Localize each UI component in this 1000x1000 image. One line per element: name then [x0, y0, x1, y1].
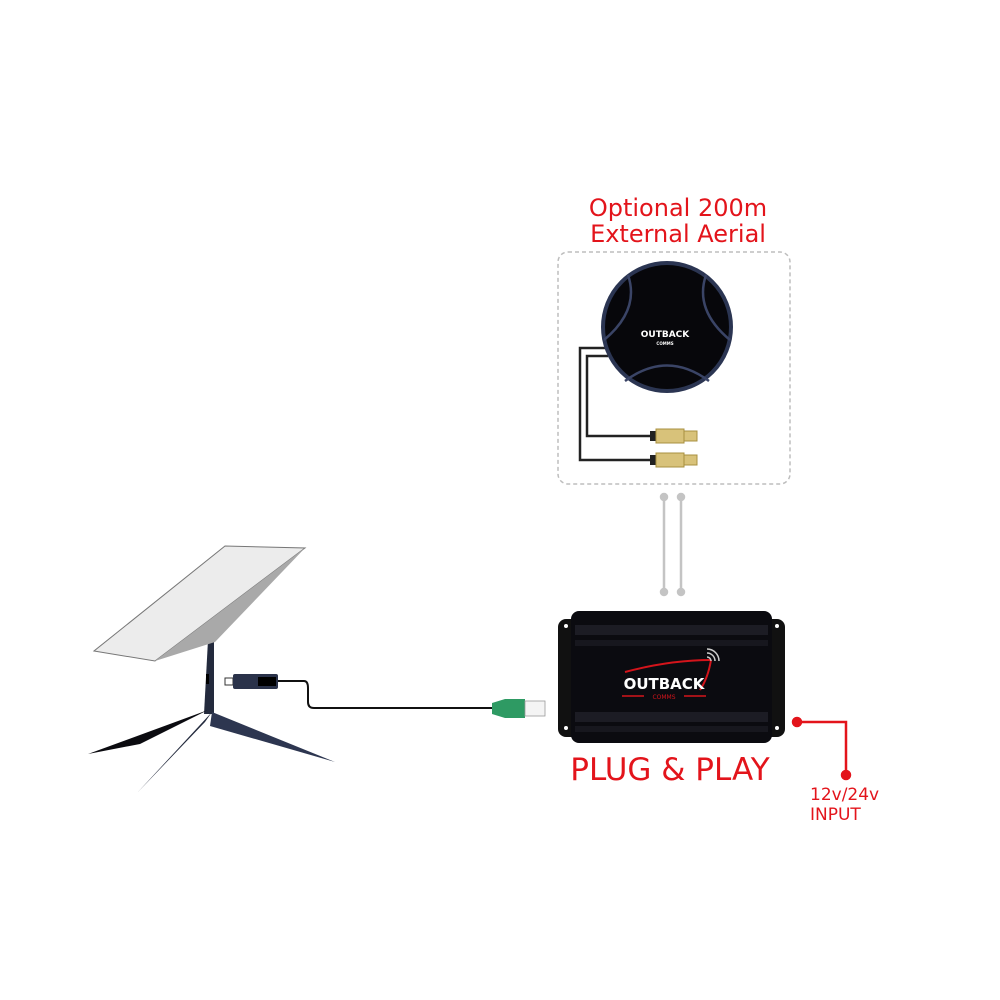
power-input-voltage: 12v/24v — [810, 785, 879, 805]
wifi-icon — [706, 648, 720, 662]
plug-and-play-caption: PLUG & PLAY — [570, 752, 769, 788]
satellite-dish-icon — [88, 545, 335, 793]
aerial-link-lines — [659, 492, 686, 597]
power-input-label: INPUT — [810, 805, 861, 825]
aerial-title-line2: External Aerial — [590, 220, 766, 248]
ethernet-cable — [224, 674, 546, 718]
aerial-cables — [578, 346, 652, 462]
aerial-title-line1: Optional 200m — [589, 194, 767, 222]
sma-connector-icon — [650, 428, 698, 468]
router-logo-sub: COMMS — [652, 694, 675, 701]
router-device: OUTBACK COMMS — [558, 611, 785, 743]
optional-aerial-box — [557, 251, 791, 485]
aerial-antenna-icon: OUTBACK COMMS — [601, 261, 733, 393]
rj45-connector-icon — [492, 699, 525, 718]
router-logo-text: OUTBACK — [624, 675, 706, 693]
aerial-logo-sub: COMMS — [656, 341, 673, 346]
power-input-line — [791, 716, 852, 781]
aerial-logo-text: OUTBACK — [641, 330, 691, 340]
